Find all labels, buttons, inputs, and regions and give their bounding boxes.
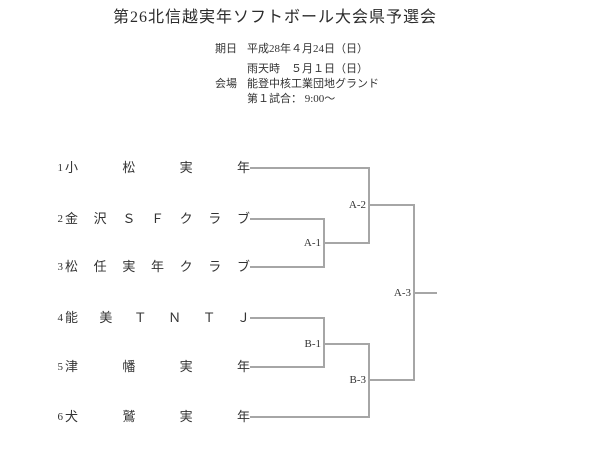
team-seed: 5 xyxy=(57,361,64,373)
match-label-b1: B-1 xyxy=(304,338,322,350)
team-name: 小松実年 xyxy=(65,160,250,175)
match-label-b3: B-3 xyxy=(349,374,367,386)
date-value: 平成28年４月24日（日） xyxy=(247,43,368,55)
team-name: 津幡実年 xyxy=(65,359,250,374)
match-b1-winner-line xyxy=(323,343,370,345)
page-title: 第26北信越実年ソフトボール大会県予選会 xyxy=(112,9,437,26)
team-row: 6 犬鷲実年 xyxy=(50,408,251,426)
team-name: 松任実年クラブ xyxy=(65,259,250,274)
first-game-value: 第１試合： 9:00～ xyxy=(247,93,336,105)
team-seed: 6 xyxy=(57,411,64,423)
match-a2-winner-line xyxy=(368,204,415,206)
rain-date-value: 雨天時 ５月１日（日） xyxy=(247,63,368,75)
team-5-line xyxy=(250,366,323,368)
match-label-a3: A-3 xyxy=(393,287,411,299)
team-seed: 2 xyxy=(57,213,64,225)
team-3-line xyxy=(250,266,323,268)
team-seed: 1 xyxy=(57,162,64,174)
venue-value: 能登中核工業団地グランド xyxy=(247,78,379,90)
champion-line xyxy=(413,292,437,294)
team-seed: 4 xyxy=(57,312,64,324)
team-1-line xyxy=(250,167,368,169)
team-name: 犬鷲実年 xyxy=(65,409,250,424)
team-2-line xyxy=(250,218,323,220)
match-label-a2: A-2 xyxy=(348,199,366,211)
date-label: 期日 xyxy=(215,43,237,55)
team-4-line xyxy=(250,317,323,319)
match-b1-vertical-line xyxy=(323,317,325,368)
team-row: 5 津幡実年 xyxy=(50,358,251,376)
venue-label: 会場 xyxy=(215,78,237,90)
team-row: 1 小松実年 xyxy=(50,159,251,177)
team-row: 3 松任実年クラブ xyxy=(50,258,250,276)
match-a1-winner-line xyxy=(323,242,370,244)
match-label-a1: A-1 xyxy=(303,237,321,249)
team-6-line xyxy=(250,416,368,418)
match-b3-winner-line xyxy=(368,379,415,381)
team-seed: 3 xyxy=(57,261,64,273)
